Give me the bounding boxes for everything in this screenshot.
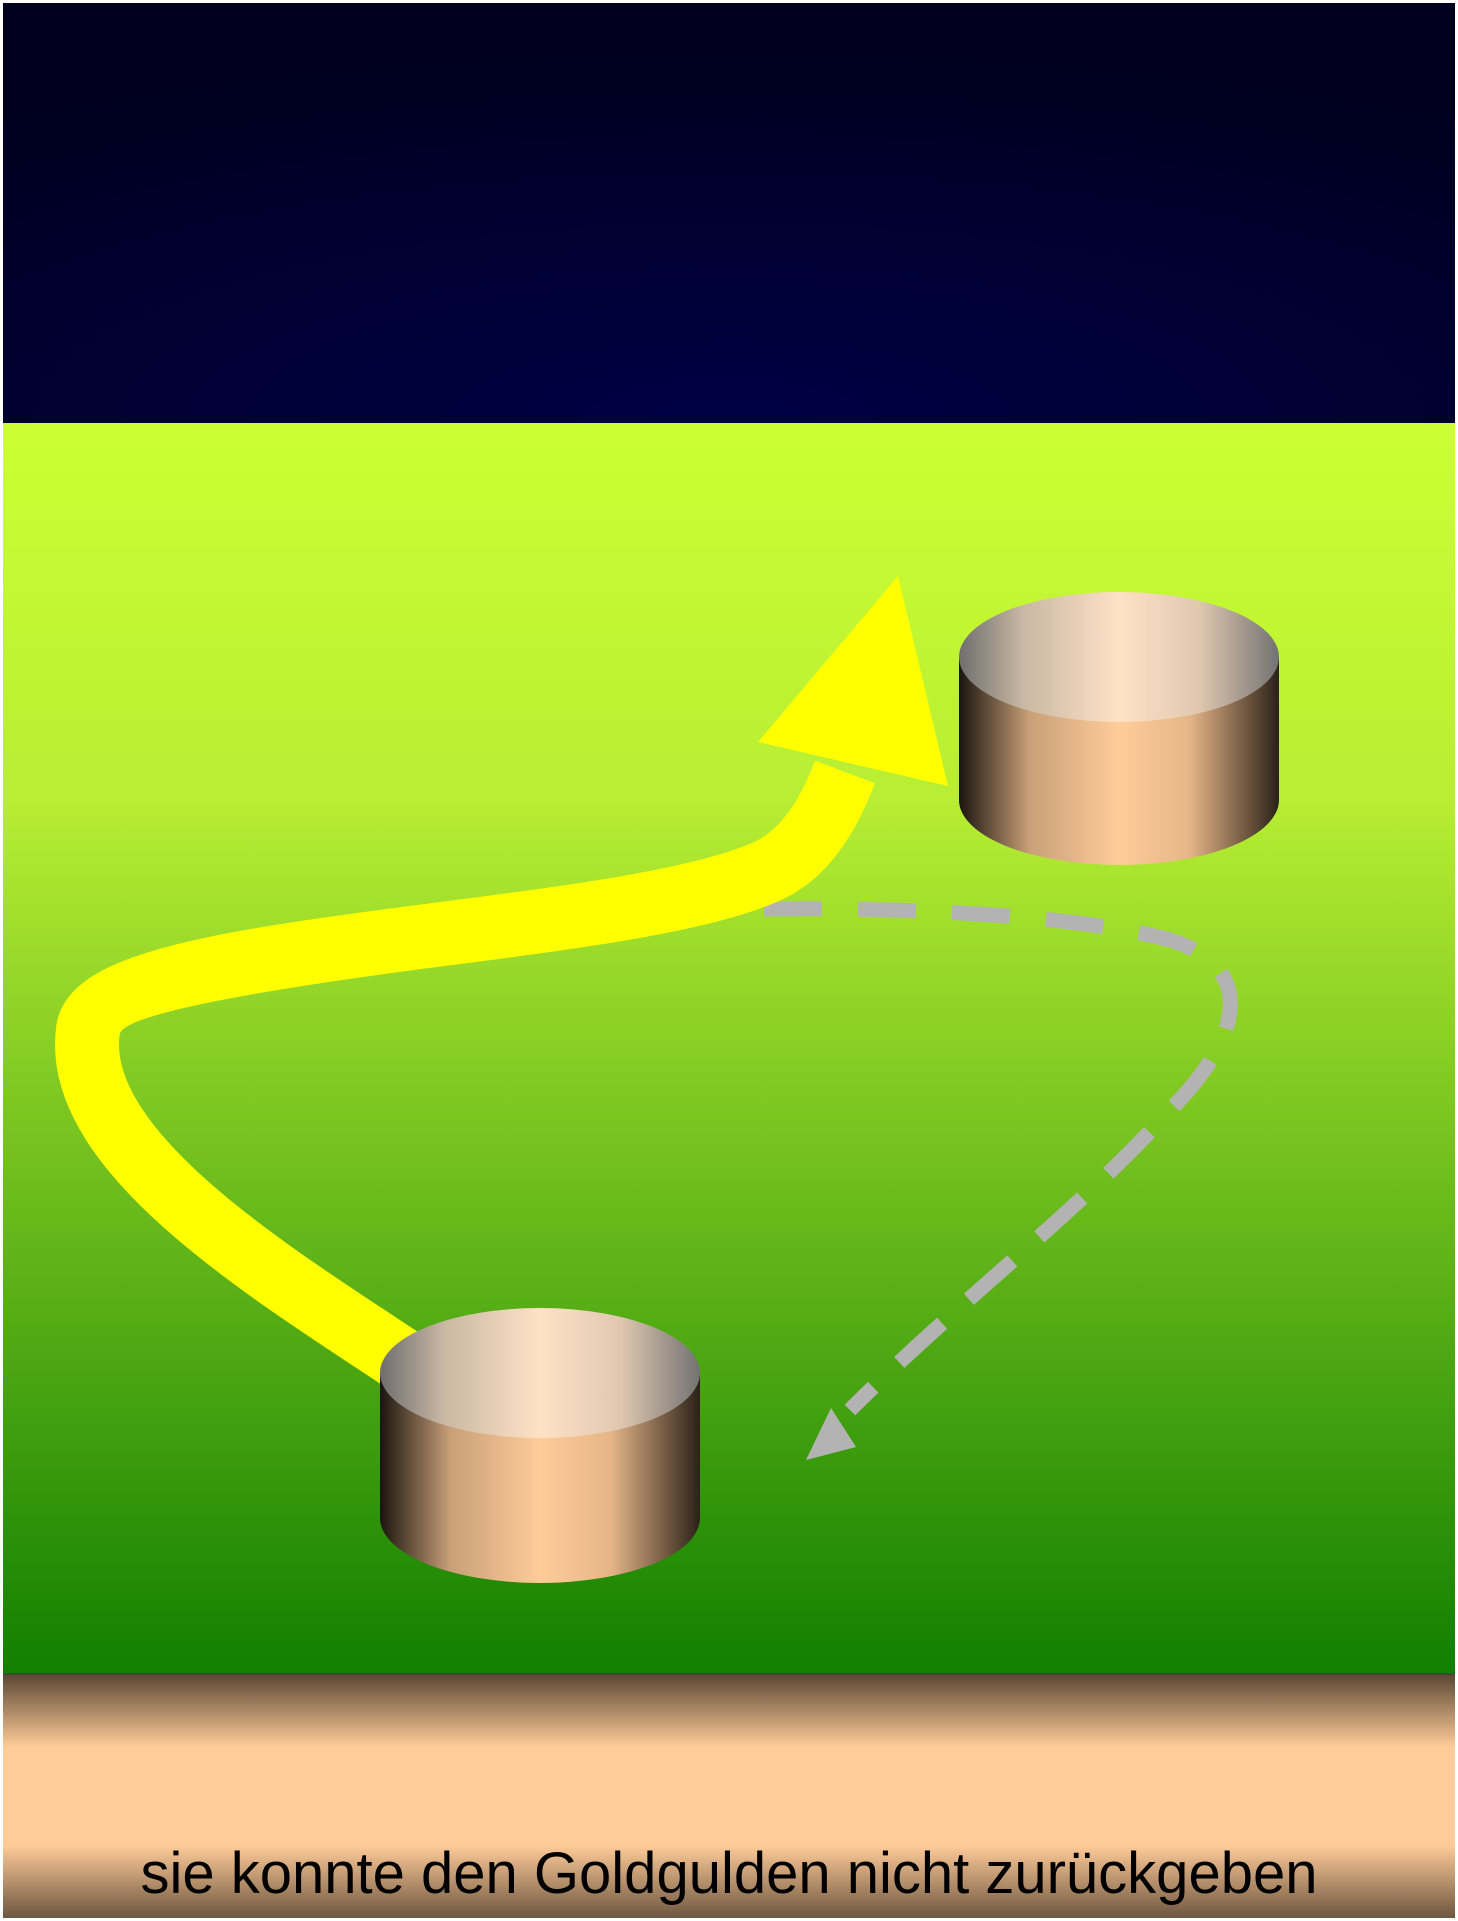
transfer-arrow-icon [55,576,948,1412]
return-arrow-icon [763,901,1238,1460]
field-band [3,423,1455,1674]
ground-band [3,1674,1455,1918]
source-container-icon [380,1308,700,1583]
sky-band [3,3,1455,423]
target-container-icon [959,592,1279,865]
caption-text: sie konnte den Goldgulden nicht zurückge… [141,1841,1318,1906]
